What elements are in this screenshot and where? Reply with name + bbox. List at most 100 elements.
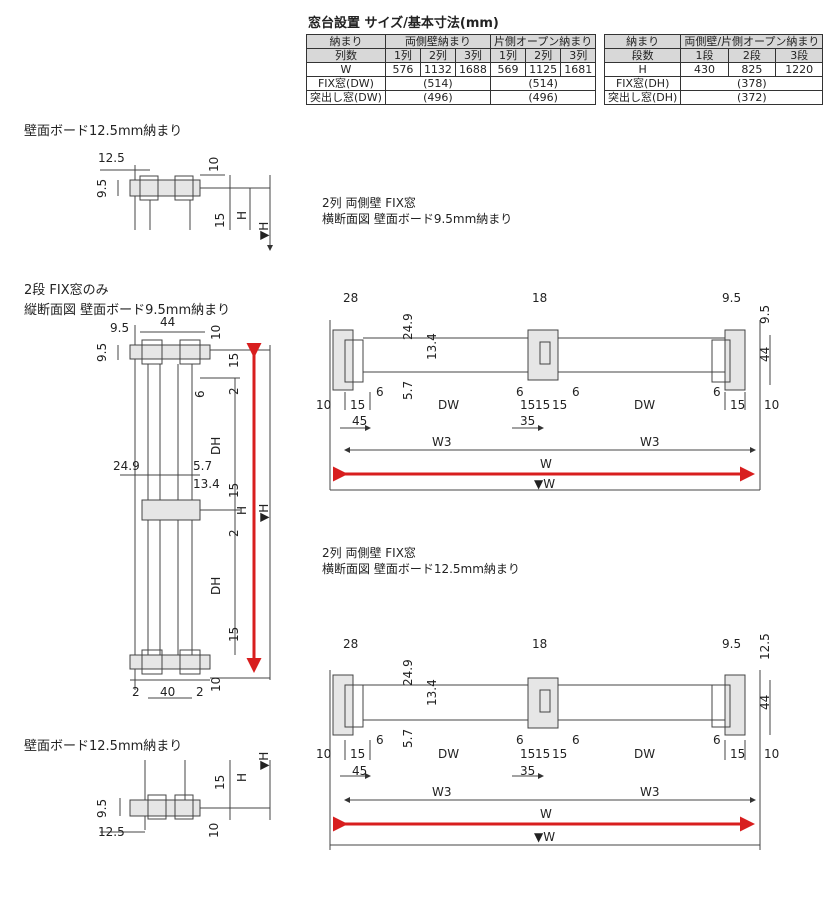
- dim-label: 35: [520, 764, 535, 778]
- table-cell: 576: [384, 62, 421, 77]
- dim-label: 15: [730, 398, 745, 412]
- dim-label: W: [540, 457, 552, 471]
- dim-label: 45: [352, 414, 367, 428]
- dim-label: W: [540, 807, 552, 821]
- table-cell: (372): [680, 90, 823, 105]
- dim-label: 2: [132, 685, 140, 699]
- table-cell: FIX窓(DW): [306, 76, 386, 91]
- detail-board-12-5-top: [100, 165, 273, 251]
- dim-label: W3: [432, 435, 452, 449]
- table-cell: 2列: [419, 48, 456, 63]
- dim-label: 10: [209, 677, 223, 692]
- dim-label: 18: [532, 637, 547, 651]
- dim-label: 28: [343, 637, 358, 651]
- dim-label: 10: [764, 398, 779, 412]
- spec-table-height: 納まり 両側壁/片側オープン納まり 段数 1段 2段 3段 H 430 825 …: [603, 34, 823, 105]
- table-cell: 2段: [727, 48, 777, 63]
- dim-label: 15: [213, 775, 227, 790]
- dim-label: 6: [516, 385, 524, 399]
- dim-label: 2: [227, 529, 241, 537]
- dim-label: 12.5: [98, 151, 125, 165]
- dim-label: 5.7: [401, 381, 415, 400]
- caption-board-12-5-bottom: 壁面ボード12.5mm納まり: [24, 739, 183, 754]
- dim-label: H: [235, 506, 249, 515]
- dim-label: 15: [350, 747, 365, 761]
- dim-label: 24.9: [113, 459, 140, 473]
- dim-label: 6: [193, 390, 207, 398]
- dim-label: ▼H: [257, 222, 271, 240]
- dim-label: 6: [713, 385, 721, 399]
- vertical-section-drawing: [117, 325, 271, 699]
- dim-label: 5.7: [401, 729, 415, 748]
- dim-label: 9.5: [758, 305, 772, 324]
- dim-label: 6: [713, 733, 721, 747]
- caption-plan-9-5-line1: 2列 両側壁 FIX窓: [322, 196, 416, 210]
- table-cell: 1681: [560, 62, 597, 77]
- table-cell: 1220: [775, 62, 823, 77]
- dim-label: 12.5: [98, 825, 125, 839]
- dim-label: 15: [552, 398, 567, 412]
- dim-label: 2: [196, 685, 204, 699]
- dim-label: 10: [316, 747, 331, 761]
- dim-label: 6: [572, 385, 580, 399]
- dim-label: 44: [160, 315, 175, 329]
- dim-label: 10: [764, 747, 779, 761]
- dim-label: 24.9: [401, 313, 415, 340]
- table-cell: 430: [680, 62, 729, 77]
- table-cell: 3列: [454, 48, 491, 63]
- table-cell: (378): [680, 76, 823, 91]
- table-cell: 突出し窓(DW): [306, 90, 386, 105]
- dim-label: 15: [227, 483, 241, 498]
- table-cell: 1688: [454, 62, 491, 77]
- dim-label: 12.5: [758, 633, 772, 660]
- dim-label: W3: [640, 785, 660, 799]
- caption-plan-9-5-line2: 横断面図 壁面ボード9.5mm納まり: [322, 212, 513, 226]
- caption-plan-12-5-line2: 横断面図 壁面ボード12.5mm納まり: [322, 562, 520, 576]
- table-title: 窓台設置 サイズ/基本寸法(mm): [308, 16, 499, 31]
- dim-label: ▼W: [534, 830, 555, 844]
- dim-label: H: [235, 211, 249, 220]
- caption-plan-12-5-line1: 2列 両側壁 FIX窓: [322, 546, 416, 560]
- table-cell: (496): [489, 90, 597, 105]
- dim-label: 35: [520, 414, 535, 428]
- dim-label: DW: [634, 747, 655, 761]
- dim-label: 10: [209, 325, 223, 340]
- dim-label: H: [235, 773, 249, 782]
- dim-label: DW: [438, 747, 459, 761]
- dim-label: 15: [730, 747, 745, 761]
- dim-label: 40: [160, 685, 175, 699]
- dim-label: DH: [209, 577, 223, 595]
- dim-label: W3: [432, 785, 452, 799]
- dim-label: 10: [316, 398, 331, 412]
- dim-label: 9.5: [722, 291, 741, 305]
- dim-label: 6: [516, 733, 524, 747]
- table-cell: (496): [384, 90, 491, 105]
- table-cell: 納まり: [306, 34, 386, 49]
- dim-label: 15: [520, 398, 535, 412]
- dim-label: 9.5: [95, 343, 109, 362]
- dim-label: 15: [535, 398, 550, 412]
- caption-board-12-5-top: 壁面ボード12.5mm納まり: [24, 124, 183, 139]
- dim-label: 15: [350, 398, 365, 412]
- dim-label: DW: [438, 398, 459, 412]
- dim-label: 15: [213, 213, 227, 228]
- dim-label: 10: [207, 823, 221, 838]
- dim-label: 15: [535, 747, 550, 761]
- dim-label: ▼W: [534, 477, 555, 491]
- dim-label: 9.5: [722, 637, 741, 651]
- table-cell: 2列: [525, 48, 562, 63]
- dim-label: W3: [640, 435, 660, 449]
- table-cell: 両側壁納まり: [384, 34, 491, 49]
- dim-label: 6: [376, 385, 384, 399]
- technical-drawings: 12.5 10 9.5 15 H ▼H 9.5 44 10 9.5 15 6 2…: [95, 151, 779, 850]
- dim-label: 6: [572, 733, 580, 747]
- table-cell: 両側壁/片側オープン納まり: [680, 34, 823, 49]
- plan-section-12-5-drawing: [329, 670, 771, 850]
- dim-label: 9.5: [110, 321, 129, 335]
- dim-label: 28: [343, 291, 358, 305]
- dim-label: 9.5: [95, 179, 109, 198]
- dim-label: 10: [207, 157, 221, 172]
- detail-board-12-5-bottom: [100, 760, 271, 833]
- dim-label: 6: [376, 733, 384, 747]
- dim-label: 5.7: [193, 459, 212, 473]
